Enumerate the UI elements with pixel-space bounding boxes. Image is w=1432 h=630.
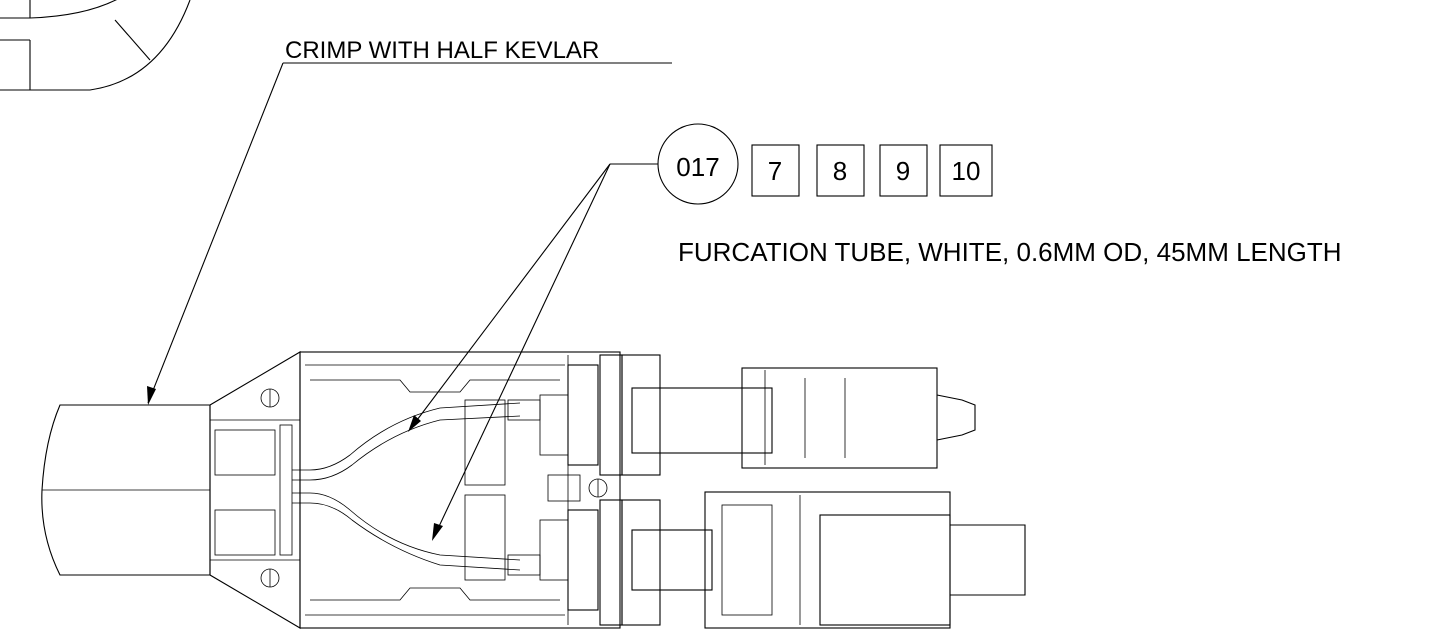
item-number-text: 017 [676,152,719,182]
find-number-text: 8 [833,156,847,186]
boot [209,351,301,629]
crimp-leader-line [147,62,284,404]
cable-jacket [41,404,211,576]
find-number-box [939,144,993,197]
find-number-boxes: 7 8 9 10 [751,144,993,197]
find-number-box [751,144,800,197]
find-number-box [879,144,928,197]
crimp-note-text: CRIMP WITH HALF KEVLAR [285,37,599,64]
crimp-note: CRIMP WITH HALF KEVLAR [147,37,672,405]
crimp-leader-arrow [147,386,156,405]
fiber-leaders [408,163,611,541]
find-number-text: 10 [952,156,981,186]
lower-connector [567,491,1026,629]
find-number-text: 7 [768,156,782,186]
fibers [292,399,541,576]
housing [299,351,621,629]
item-description-text: FURCATION TUBE, WHITE, 0.6MM OD, 45MM LE… [678,237,1342,267]
cable-bend-fragment [0,0,191,91]
find-number-text: 9 [896,156,910,186]
upper-connector [567,354,976,476]
find-number-box [816,144,865,197]
item-balloon: 017 [610,123,739,205]
